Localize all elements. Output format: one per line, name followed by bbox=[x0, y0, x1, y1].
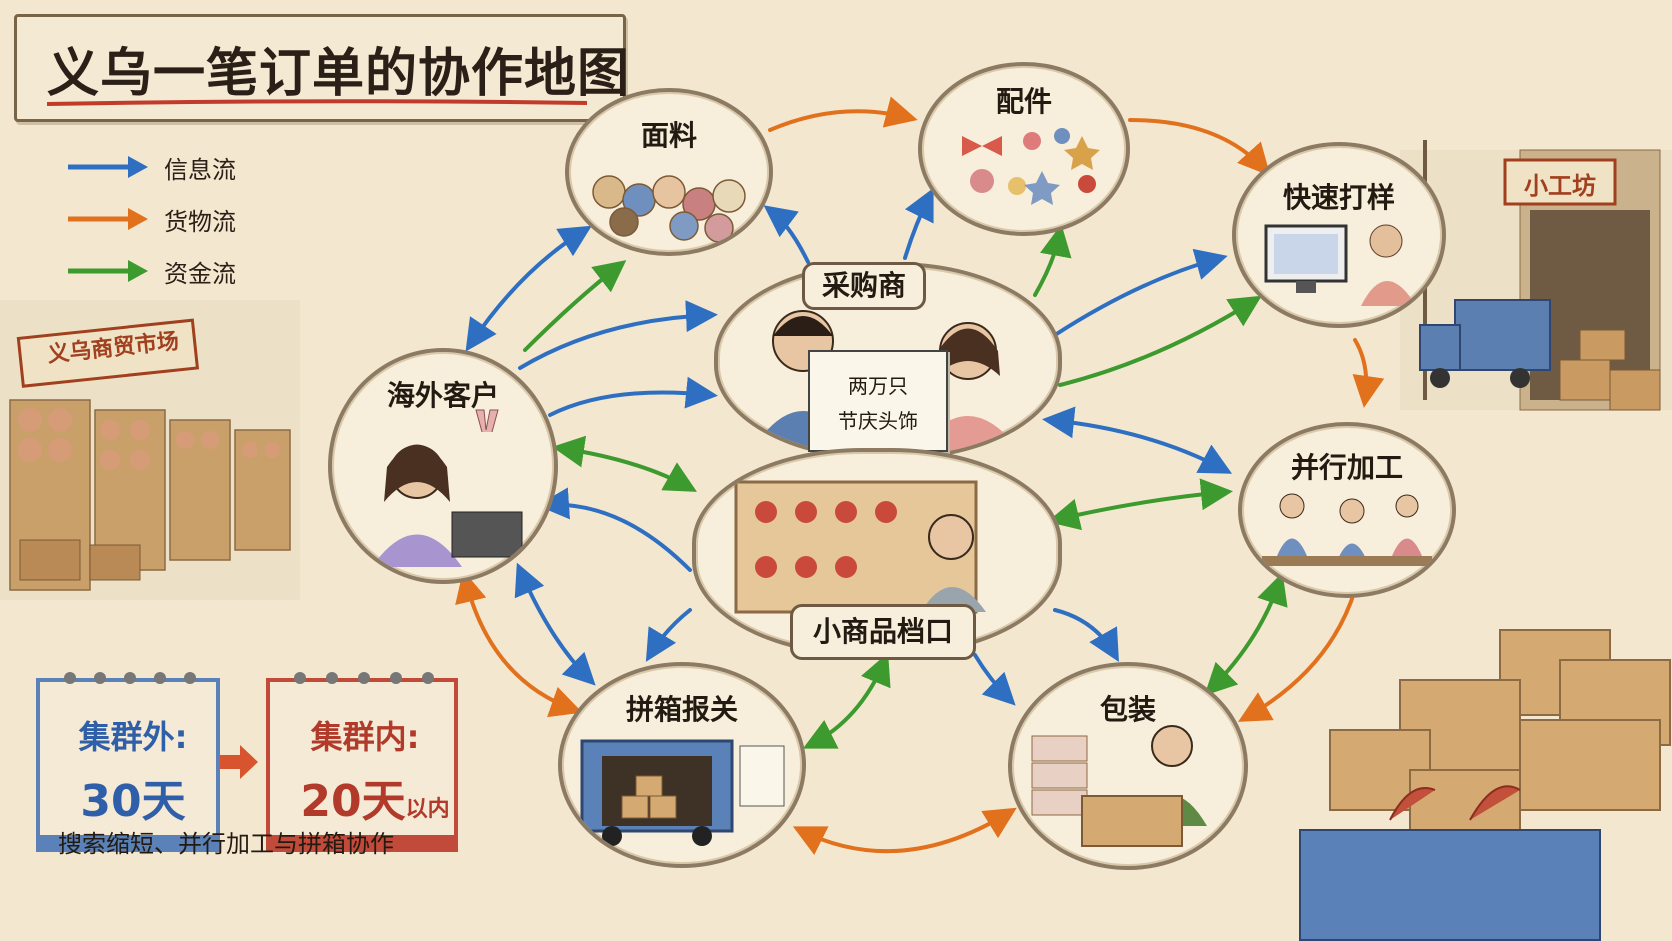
arrow-goods bbox=[768, 96, 918, 132]
title-board: 义乌一笔订单的协作地图 bbox=[14, 14, 629, 122]
calendar-arrow-icon bbox=[215, 745, 258, 779]
sewing-icon bbox=[1262, 493, 1432, 566]
money-arrow-icon bbox=[68, 260, 148, 282]
arrow-goods bbox=[1238, 588, 1357, 722]
arrow-info bbox=[1042, 406, 1233, 474]
node-label: 包装 bbox=[1099, 693, 1156, 726]
arrow-money bbox=[802, 652, 891, 749]
accessories-icon bbox=[962, 128, 1100, 205]
calendar-inside bbox=[266, 672, 458, 852]
arrow-money bbox=[523, 260, 627, 352]
legend-label: 货物流 bbox=[164, 208, 236, 236]
arrow-info bbox=[763, 205, 810, 264]
workshop-sign: 小工坊 bbox=[1524, 172, 1596, 200]
arrow-info bbox=[645, 608, 692, 662]
arrow-goods bbox=[792, 807, 1017, 856]
arrow-money bbox=[1204, 572, 1288, 696]
stall-tag: 小商品档口 bbox=[790, 604, 976, 660]
page-title: 义乌一笔订单的协作地图 bbox=[47, 44, 631, 104]
order-note-line1: 两万只 bbox=[848, 374, 908, 398]
calendar-inside-number: 20天 bbox=[300, 776, 406, 827]
arrow-info bbox=[1053, 248, 1228, 337]
goods-arrow-icon bbox=[68, 208, 148, 230]
arrow-info bbox=[548, 376, 718, 417]
footnote: 搜索缩短、并行加工与拼箱协作 bbox=[58, 830, 394, 858]
node-accessories: 配件 bbox=[918, 62, 1130, 236]
arrow-money bbox=[1047, 478, 1233, 531]
arrow-goods bbox=[455, 570, 583, 718]
node-sampling: 快速打样 bbox=[1232, 142, 1446, 328]
legend-label: 资金流 bbox=[164, 260, 236, 288]
calendar-inside-value: 20天以内 bbox=[280, 765, 470, 829]
arrow-goods bbox=[1128, 118, 1271, 176]
node-label: 配件 bbox=[995, 85, 1052, 118]
node-label: 拼箱报关 bbox=[625, 693, 738, 726]
node-label: 快速打样 bbox=[1282, 181, 1395, 214]
calendar-inside-label: 集群内: bbox=[310, 718, 420, 756]
info-arrow-icon bbox=[68, 156, 148, 178]
title-underline bbox=[47, 99, 587, 106]
order-note: 两万只 节庆头饰 bbox=[808, 350, 948, 452]
arrow-info bbox=[518, 300, 718, 370]
boxes-scene bbox=[1299, 629, 1671, 941]
workshop-scene bbox=[1400, 140, 1672, 411]
node-parallel: 并行加工 bbox=[1238, 422, 1456, 598]
market-scene bbox=[0, 300, 300, 600]
arrow-info bbox=[973, 653, 1016, 706]
node-fabric: 面料 bbox=[565, 88, 773, 256]
node-label: 并行加工 bbox=[1290, 451, 1403, 484]
customer-icon bbox=[372, 409, 523, 567]
stall-icon bbox=[734, 480, 986, 614]
arrow-info bbox=[1053, 608, 1119, 662]
packing-icon bbox=[1031, 725, 1207, 847]
arrow-info bbox=[537, 487, 692, 572]
arrow-info bbox=[465, 225, 592, 352]
arrow-money bbox=[1033, 224, 1072, 297]
node-overseas: 海外客户 bbox=[328, 348, 558, 584]
calendar-outside-label: 集群外: bbox=[78, 718, 188, 756]
arrow-money bbox=[1058, 295, 1262, 387]
node-packing: 包装 bbox=[1008, 662, 1248, 870]
buyer-tag: 采购商 bbox=[802, 262, 926, 310]
calendar-outside bbox=[36, 672, 220, 852]
fabric-rolls-icon bbox=[592, 175, 746, 243]
computer-icon bbox=[1264, 224, 1416, 306]
node-label: 海外客户 bbox=[386, 379, 499, 412]
node-consolidation: 拼箱报关 bbox=[558, 662, 806, 868]
arrow-money bbox=[552, 435, 697, 492]
calendar-outside-value: 30天 bbox=[80, 776, 186, 827]
order-note-line2: 节庆头饰 bbox=[838, 409, 918, 433]
legend-label: 信息流 bbox=[164, 156, 236, 184]
arrow-info bbox=[514, 562, 596, 686]
arrow-goods bbox=[1352, 338, 1385, 408]
arrow-info bbox=[903, 187, 934, 260]
container-truck-icon bbox=[580, 739, 785, 846]
node-label: 面料 bbox=[640, 119, 697, 152]
calendar-inside-suffix: 以内 bbox=[405, 797, 450, 822]
